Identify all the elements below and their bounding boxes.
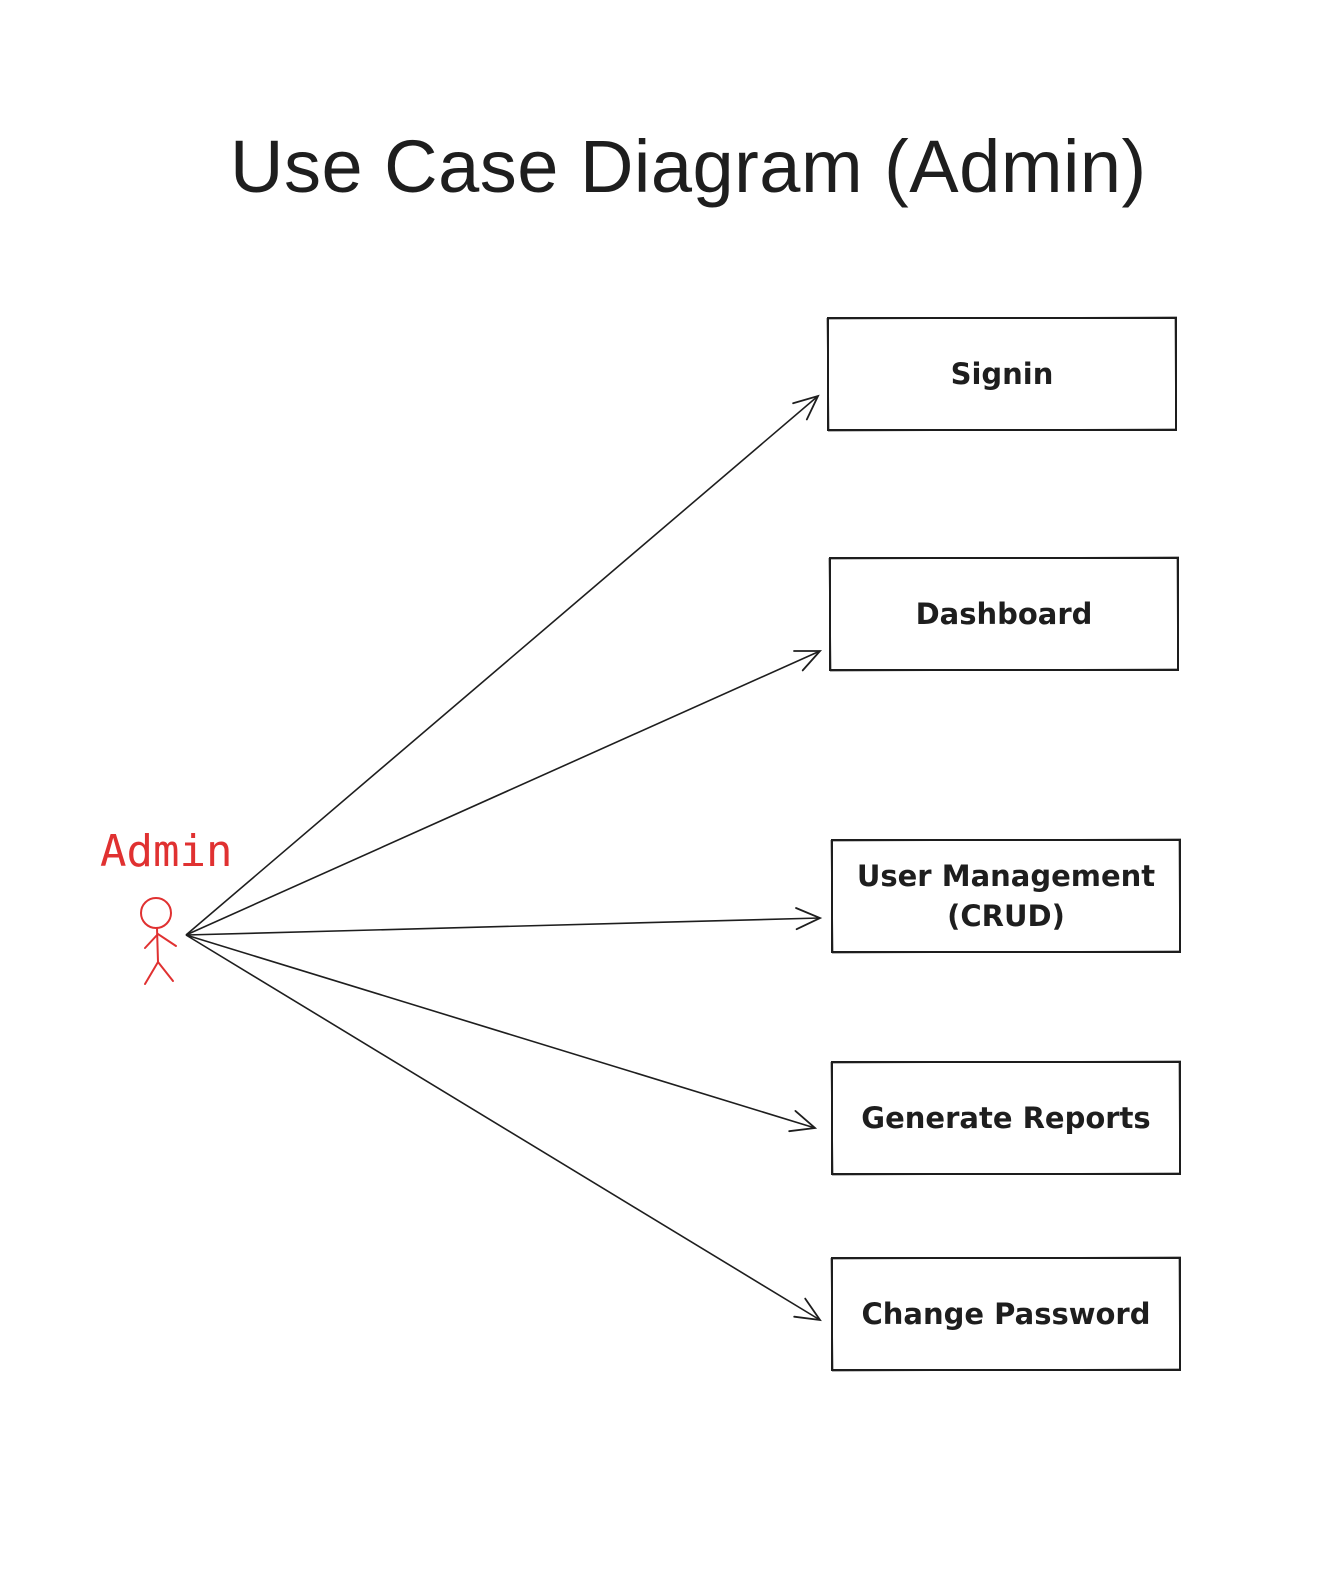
association-line (185, 917, 821, 936)
use-case-box-sketch-edge (830, 1256, 1182, 1372)
association-line (185, 395, 819, 936)
use-case-change-password[interactable]: Change Password (830, 1256, 1182, 1372)
diagram-title: Use Case Diagram (Admin) (230, 125, 1147, 208)
actor-head (140, 897, 172, 929)
association-arrow-signin (185, 394, 820, 936)
use-case-box-sketch-edge (830, 1060, 1182, 1176)
arrowhead-icon (793, 1297, 822, 1322)
arrowhead-icon (792, 394, 820, 421)
association-arrow-dashboard (185, 650, 823, 936)
use-case-box-sketch-edge (828, 556, 1180, 672)
association-line (185, 934, 816, 1129)
use-case-user-management[interactable]: User Management (CRUD) (830, 838, 1182, 954)
use-case-label: Signin (951, 357, 1054, 391)
arrowhead-icon (793, 650, 823, 672)
use-case-box-sketch-edge (826, 316, 1178, 432)
arrowhead-icon (795, 907, 823, 931)
use-case-generate-reports[interactable]: Generate Reports (830, 1060, 1182, 1176)
use-case-label: Generate Reports (861, 1101, 1150, 1135)
use-case-label: Dashboard (916, 597, 1093, 631)
associations (185, 394, 823, 1322)
use-case-label: User Management (857, 859, 1155, 893)
use-case-box-sketch-edge (830, 838, 1182, 954)
actor: Admin (100, 826, 232, 985)
association-arrow-generate-reports (185, 934, 818, 1133)
use-case-label: Change Password (861, 1297, 1150, 1331)
association-arrow-user-management (185, 907, 823, 936)
use-case-label: (CRUD) (947, 899, 1065, 933)
use-case-box (831, 839, 1181, 953)
use-case-signin[interactable]: Signin (826, 316, 1178, 432)
actor-label: Admin (100, 826, 232, 877)
actor-arms (144, 932, 177, 949)
association-arrow-change-password (185, 934, 822, 1322)
actor-legs (144, 960, 174, 985)
stick-figure-icon (140, 897, 177, 985)
use-case-dashboard[interactable]: Dashboard (828, 556, 1180, 672)
association-line (185, 934, 821, 1321)
arrowhead-icon (788, 1110, 818, 1133)
association-line (185, 650, 821, 936)
